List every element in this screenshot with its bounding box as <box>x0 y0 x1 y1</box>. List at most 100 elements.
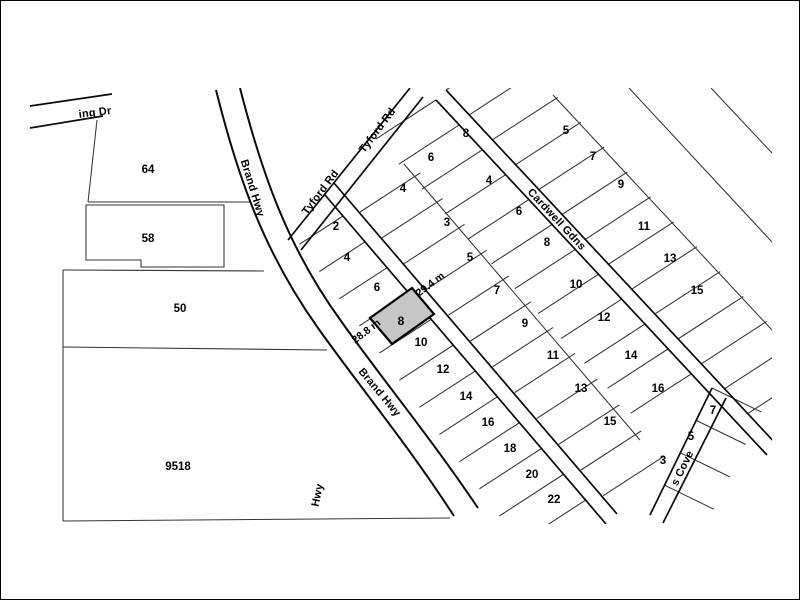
lot-boundary-line <box>515 121 582 166</box>
lot-boundary-line <box>561 171 628 215</box>
lot-boundary-line <box>677 296 744 340</box>
lot-number-label: 10 <box>570 279 583 291</box>
road-edge-brand-hwy-west <box>215 89 455 517</box>
lot-boundary-line <box>514 352 576 394</box>
parcel-boundary-line <box>85 204 225 268</box>
lot-number-label: 12 <box>598 312 611 324</box>
lot-number-label: 11 <box>638 221 651 233</box>
lot-boundary-line <box>499 473 565 517</box>
lot-number-label: 6 <box>428 152 434 164</box>
parcel-lines-layer <box>62 88 772 524</box>
lot-boundary-line <box>607 348 669 389</box>
lot-number-label: 5 <box>563 125 570 137</box>
lot-boundary-line <box>399 344 454 381</box>
lot-boundary-line <box>479 447 543 490</box>
lot-number-label: 14 <box>460 391 473 403</box>
lot-boundary-line <box>630 373 692 414</box>
lot-number-label: 12 <box>437 364 450 376</box>
lot-boundary-line <box>680 452 731 478</box>
lot-number-label: 3 <box>660 455 666 467</box>
lot-boundary-line <box>547 499 587 524</box>
lot-boundary-line <box>339 267 388 300</box>
lot-boundary-line <box>419 370 476 408</box>
road-edge-ing-dr-north <box>30 93 113 107</box>
lot-boundary-line <box>398 124 460 165</box>
lot-number-label: 9 <box>618 179 624 191</box>
parcel-boundary-line <box>628 88 772 243</box>
parcel-boundary-line <box>62 517 451 522</box>
lot-number-label: 18 <box>504 443 517 455</box>
lot-boundary-line <box>747 397 772 415</box>
road-edge-brand-hwy-east <box>239 88 479 509</box>
lot-number-label: 13 <box>575 383 588 395</box>
lot-boundary-line <box>381 198 443 239</box>
lot-boundary-line <box>724 357 772 390</box>
lot-boundary-line <box>459 421 521 463</box>
lot-number-label: 14 <box>625 350 638 362</box>
lot-boundary-line <box>426 249 487 290</box>
lot-boundary-line <box>421 149 483 190</box>
road-edge-cardwell-gdns-sw <box>435 99 768 456</box>
lot-number-label: 20 <box>526 469 539 481</box>
road-edge-cardwell-gdns-ne <box>445 89 772 441</box>
lot-boundary-line <box>359 172 421 213</box>
lot-boundary-line <box>492 327 554 368</box>
lot-number-label: 22 <box>548 494 561 506</box>
lot-number-label: 3 <box>444 217 450 229</box>
lot-boundary-line <box>558 404 620 445</box>
lot-number-label: 5 <box>467 252 474 264</box>
lot-number-label: 6 <box>516 206 522 218</box>
lot-boundary-line <box>439 396 498 435</box>
lot-number-label: 6 <box>374 282 380 294</box>
lot-boundary-line <box>468 88 512 116</box>
lot-boundary-line <box>664 484 715 510</box>
lot-boundary-line <box>631 246 698 290</box>
road-edge-estate-street-sw <box>324 194 607 524</box>
highlighted-lot-polygon <box>368 286 436 346</box>
lot-boundary-line <box>602 456 664 497</box>
lot-boundary-line <box>560 298 622 339</box>
lot-number-label: 13 <box>664 253 677 265</box>
lot-number-label: 4 <box>400 183 407 195</box>
lot-boundary-line <box>700 320 767 365</box>
lot-boundary-line <box>492 96 559 141</box>
lot-number-label: 7 <box>494 285 500 297</box>
lot-number-label: 2 <box>333 221 339 233</box>
lot-boundary-line <box>580 430 642 471</box>
lot-number-label: 11 <box>547 350 560 362</box>
lot-boundary-line <box>470 301 532 342</box>
lot-number-label: 64 <box>142 164 155 176</box>
lot-number-label: 16 <box>482 417 495 429</box>
lot-boundary-line <box>444 174 506 215</box>
lot-number-label: 50 <box>174 303 187 315</box>
parcel-boundary-line <box>710 88 772 154</box>
road-edge-cove-street-ne <box>662 397 727 524</box>
subject-property-parcel <box>368 286 436 346</box>
lot-number-label: 7 <box>710 405 716 417</box>
lot-boundary-line <box>608 221 675 265</box>
lot-boundary-line <box>468 199 530 240</box>
lot-boundary-line <box>403 223 465 265</box>
lot-number-label: 8 <box>544 237 551 249</box>
lot-number-label: 58 <box>142 233 155 245</box>
lot-number-label: 10 <box>415 337 428 349</box>
parcel-boundary-line <box>62 269 265 272</box>
roads-layer <box>30 88 772 524</box>
road-edge-estate-street-ne <box>333 182 618 515</box>
lot-boundary-line <box>514 248 576 290</box>
lot-boundary-line <box>711 387 762 413</box>
road-edge-tyford-rd-west <box>287 88 411 241</box>
lot-boundary-line <box>654 271 721 315</box>
lot-boundary-line <box>538 146 605 191</box>
lot-number-label: 9 <box>522 318 528 330</box>
street-name-label: Hwy <box>310 482 327 508</box>
street-name-label: ing Dr <box>78 105 113 121</box>
parcel-boundary-line <box>62 346 328 351</box>
lot-boundary-line <box>299 215 344 245</box>
lot-number-label: 7 <box>590 151 596 163</box>
lot-boundary-line <box>584 196 651 240</box>
lot-number-label: 9518 <box>165 461 191 473</box>
lot-boundary-line <box>379 318 432 354</box>
lot-boundary-line <box>448 275 510 316</box>
